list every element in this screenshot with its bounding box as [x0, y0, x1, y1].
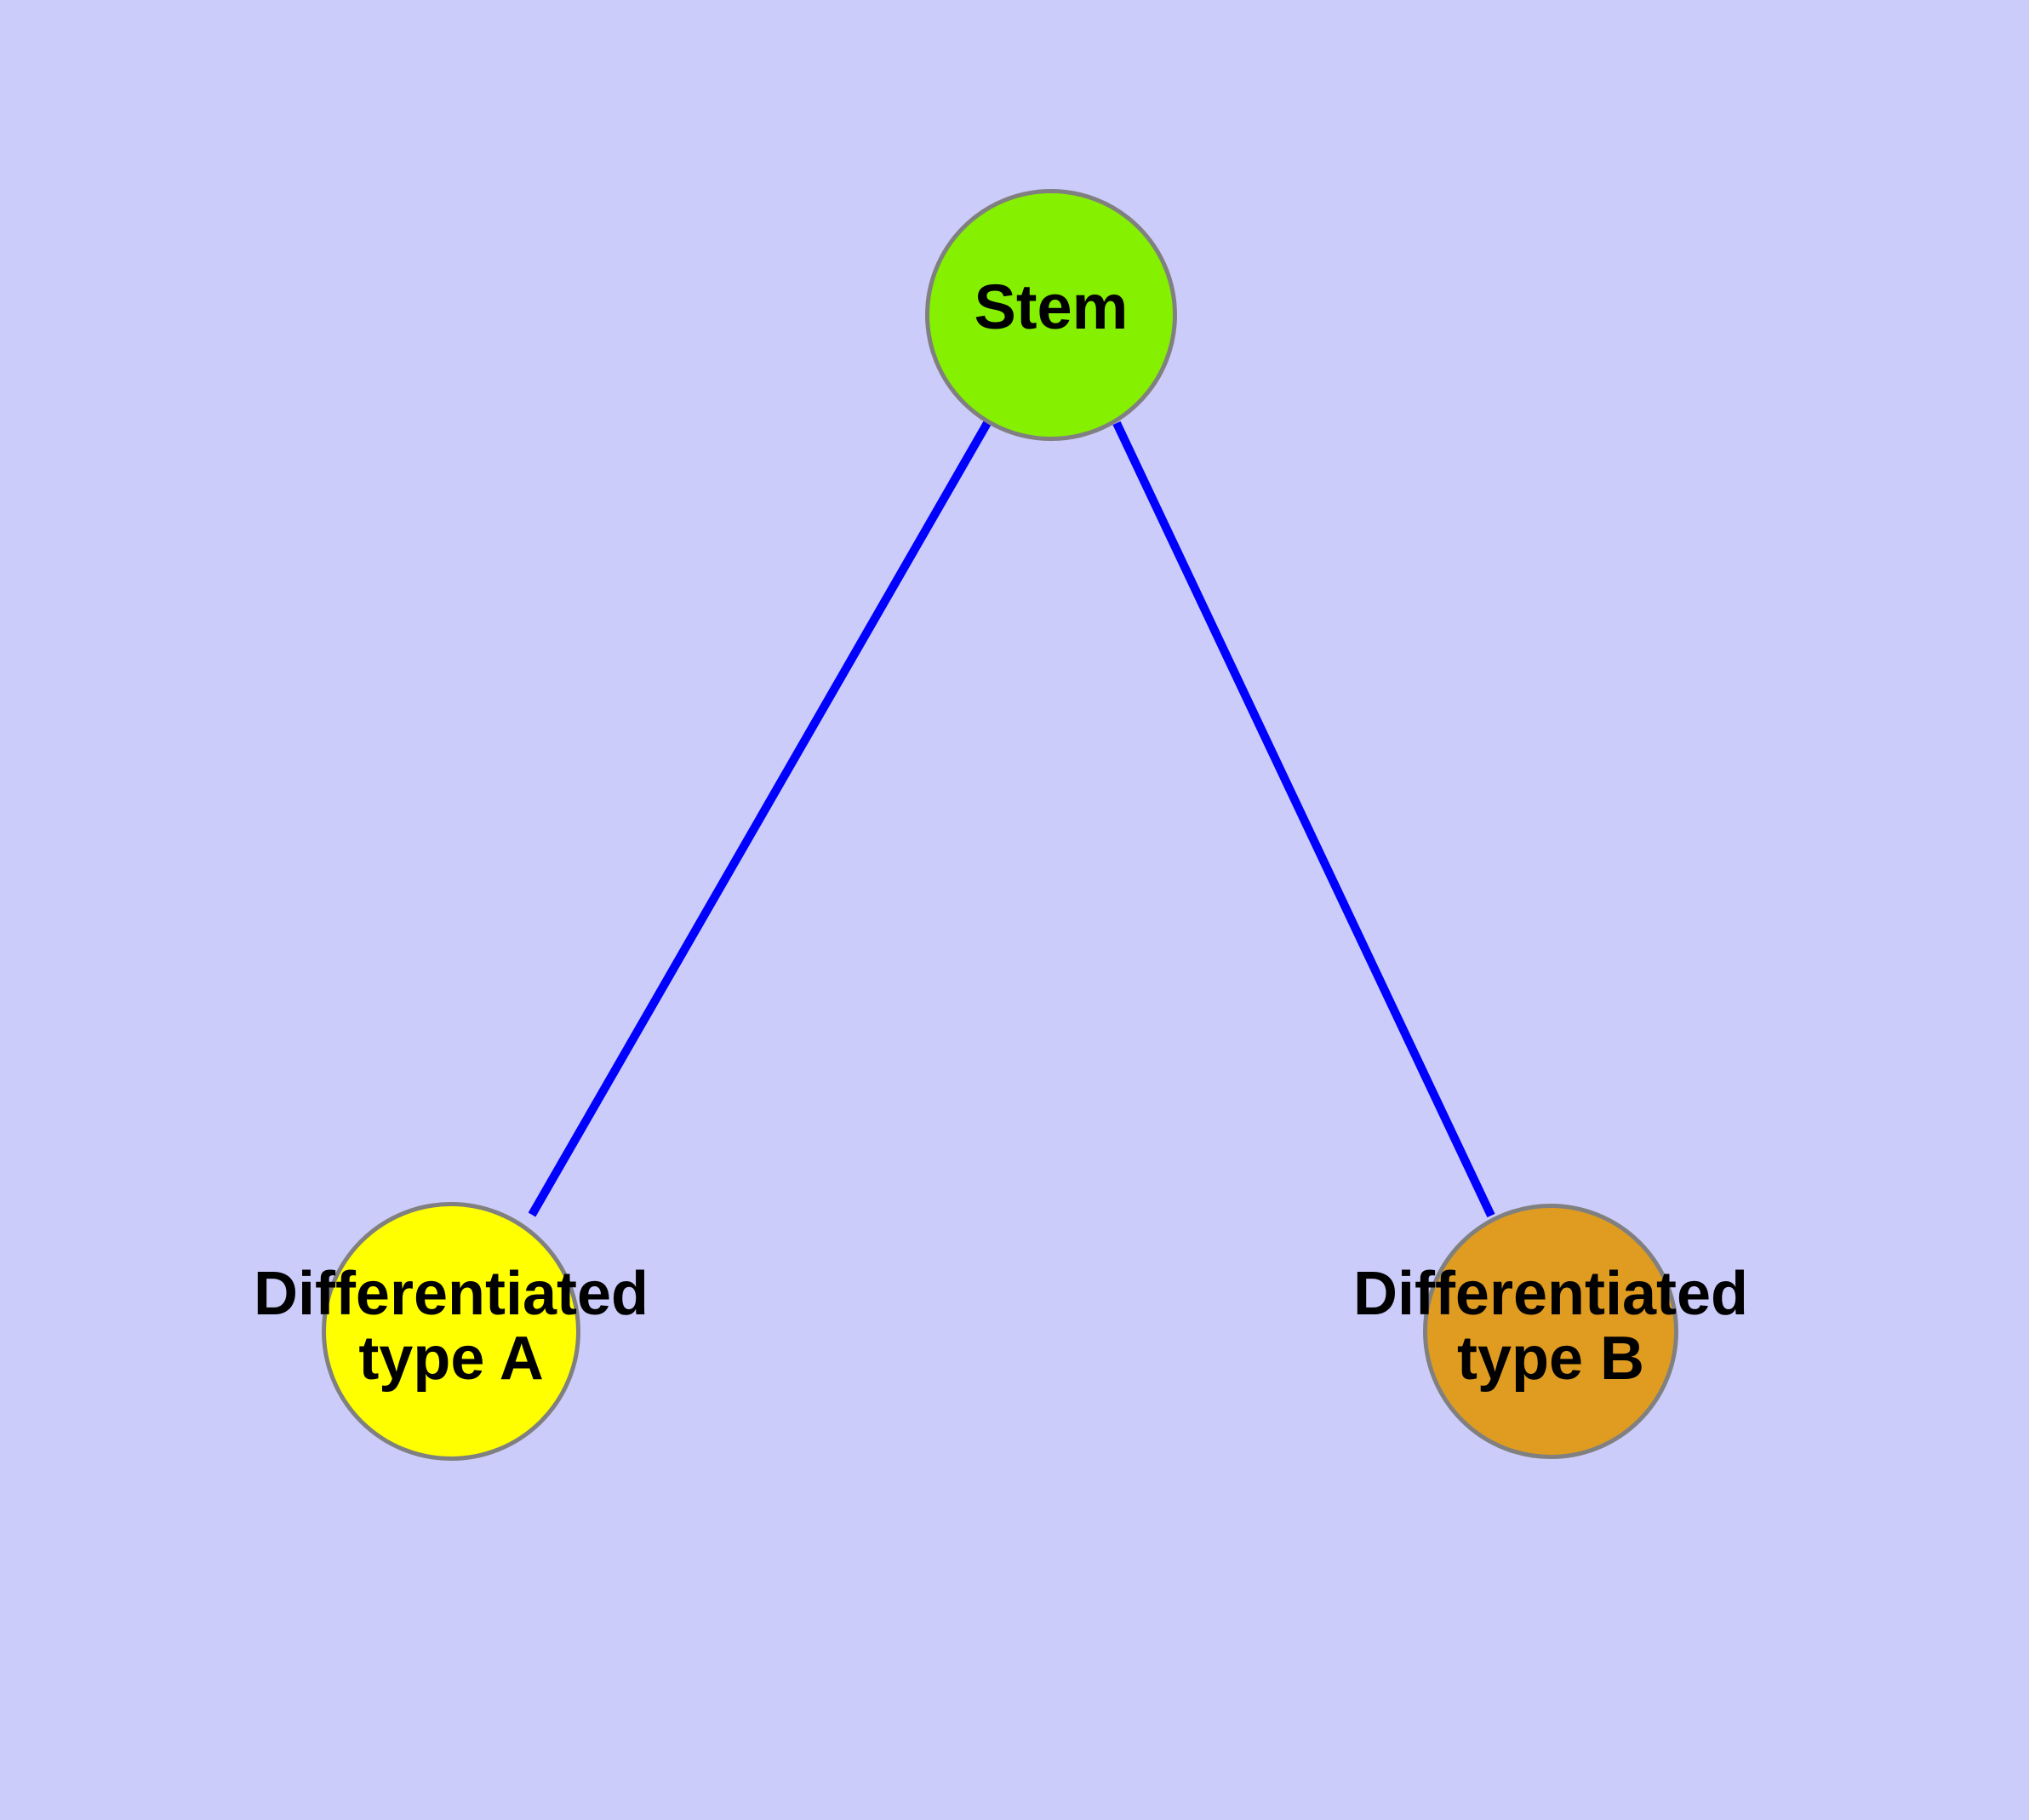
node-differentiated-type-a[interactable] — [322, 1202, 580, 1461]
edge-stem-to-differentiated-type-a — [528, 421, 992, 1217]
node-stem[interactable] — [925, 189, 1177, 441]
node-differentiated-type-b[interactable] — [1423, 1204, 1678, 1459]
edge-stem-to-differentiated-type-b — [1112, 421, 1495, 1218]
